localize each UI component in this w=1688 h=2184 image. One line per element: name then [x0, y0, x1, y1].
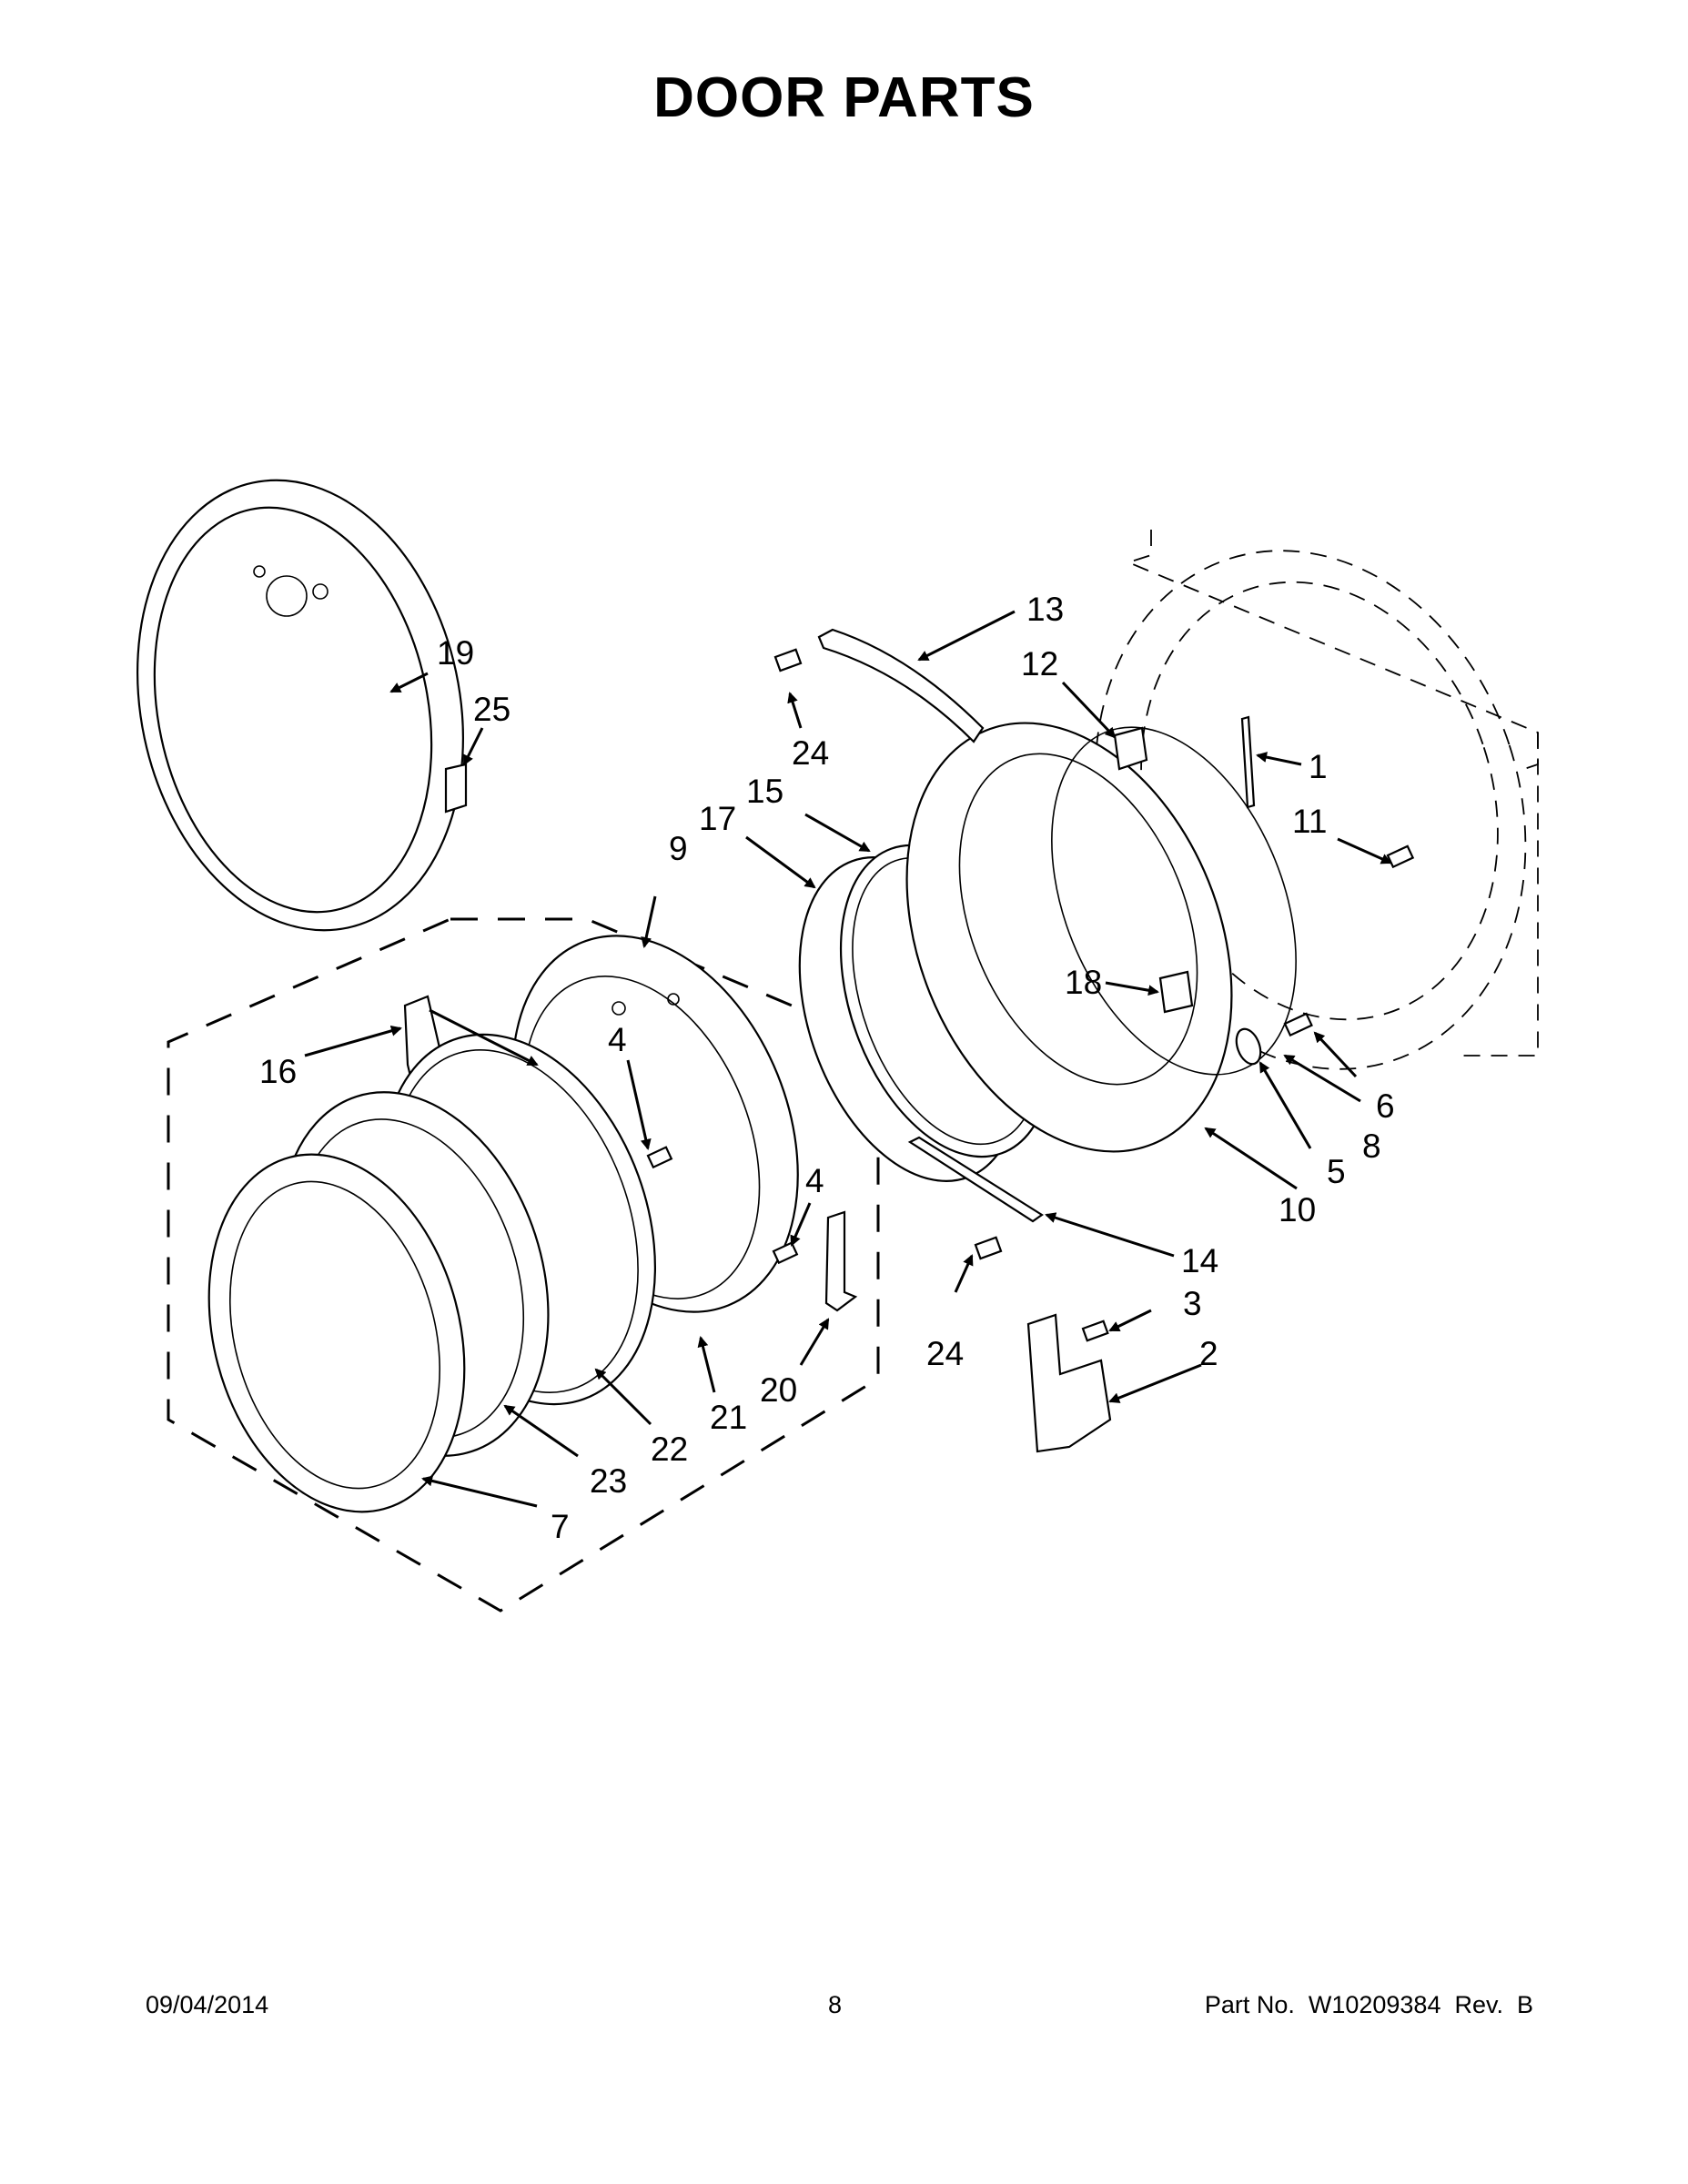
callout-19: 19 [437, 634, 474, 672]
part-1-strip [1240, 715, 1256, 809]
callout-4-lower: 4 [805, 1162, 824, 1199]
callout-5: 5 [1327, 1153, 1346, 1190]
callout-16: 16 [259, 1053, 297, 1090]
part-18-latch [1158, 970, 1194, 1014]
callout-7: 7 [551, 1508, 570, 1545]
callout-14: 14 [1181, 1242, 1218, 1279]
part-5-washer [1235, 1027, 1262, 1066]
callout-12: 12 [1021, 645, 1058, 682]
part-11-screw [1386, 844, 1415, 869]
callout-6: 6 [1376, 1087, 1395, 1125]
part-14-bar [907, 1136, 1044, 1223]
part-19-door-ring [136, 479, 464, 932]
part-3-screw [1081, 1320, 1109, 1342]
callout-20: 20 [760, 1371, 797, 1409]
callout-15: 15 [746, 773, 783, 810]
callout-1: 1 [1309, 748, 1328, 785]
callout-22: 22 [651, 1431, 688, 1468]
callout-11: 11 [1292, 803, 1327, 840]
callout-13: 13 [1026, 591, 1064, 628]
part-12-latch [1113, 726, 1148, 771]
part-8-screw [1283, 1012, 1313, 1037]
callout-18: 18 [1065, 964, 1102, 1001]
callout-9: 9 [669, 830, 688, 867]
part-9-door-assembly-outline [167, 917, 880, 1613]
leader-lines [304, 610, 1392, 1508]
footer-page-number: 8 [828, 1991, 843, 2018]
part-25-clip [444, 763, 468, 814]
part-2-hinge [1026, 1313, 1112, 1453]
part-24-screws [773, 648, 1003, 1260]
part-4-screws [646, 1146, 799, 1265]
part-20-strike [824, 1210, 858, 1312]
callout-4-upper: 4 [608, 1021, 627, 1058]
callout-3: 3 [1183, 1285, 1202, 1322]
footer-part-number: Part No. W10209384 Rev. B [1204, 1991, 1533, 2018]
callout-8: 8 [1362, 1127, 1381, 1165]
callout-10: 10 [1279, 1191, 1316, 1228]
callout-2: 2 [1199, 1335, 1218, 1372]
callout-23: 23 [590, 1462, 627, 1500]
callout-24-top: 24 [792, 734, 829, 772]
callout-21: 21 [710, 1399, 747, 1436]
callout-25: 25 [473, 691, 510, 728]
part-7-outer-door [207, 1153, 466, 1513]
callout-17: 17 [699, 800, 736, 837]
page-title: DOOR PARTS [653, 66, 1035, 129]
part-13-bar [817, 628, 985, 743]
callout-labels: 13 12 1 11 24 15 17 9 18 6 8 5 10 14 3 2… [259, 591, 1395, 1545]
callout-24-bottom: 24 [926, 1335, 964, 1372]
footer-date: 09/04/2014 [146, 1991, 269, 2018]
